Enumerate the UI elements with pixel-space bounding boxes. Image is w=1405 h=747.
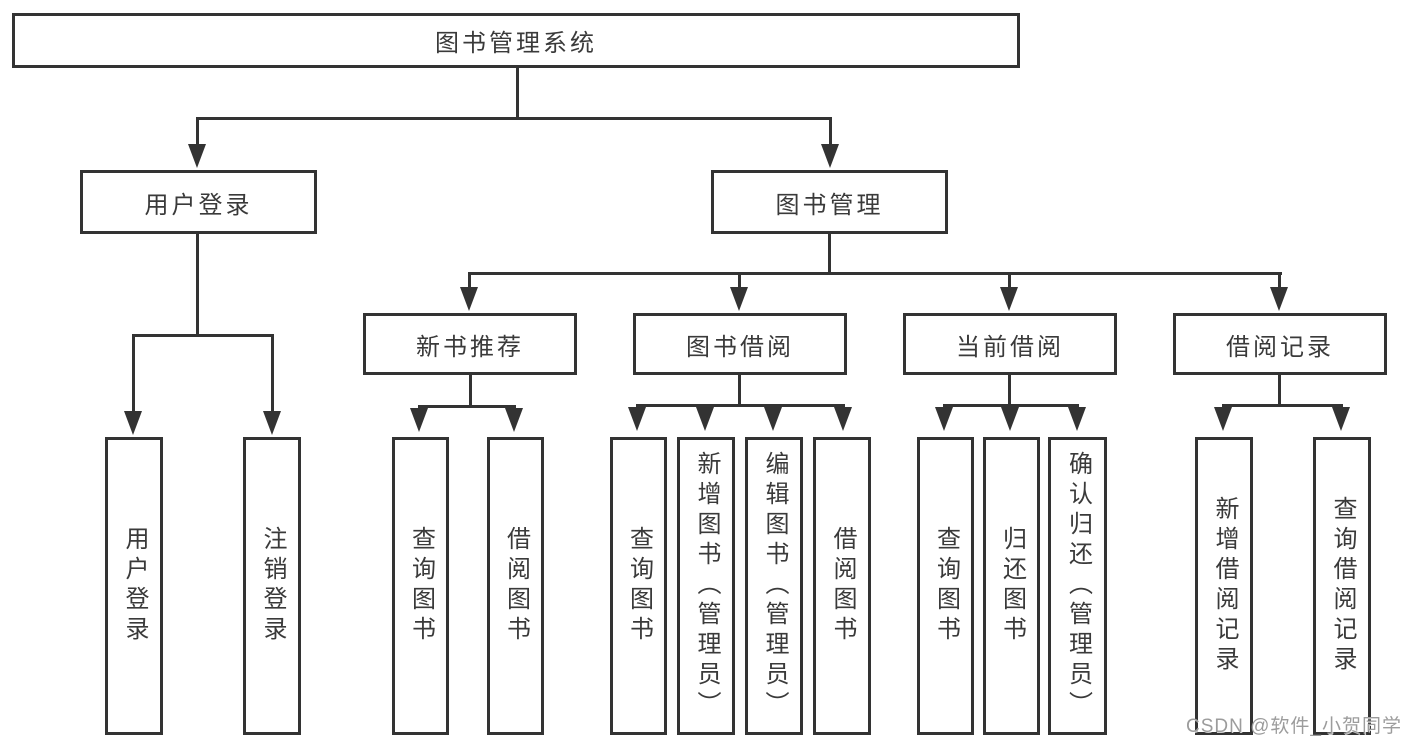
arrow-down <box>1068 407 1086 431</box>
connector-line <box>738 375 741 407</box>
leaf-add-book-admin-label: 新增图书（管理员） <box>693 451 720 721</box>
arrow-down <box>460 287 478 311</box>
leaf-query-borrow-record: 查询借阅记录 <box>1313 437 1371 735</box>
arrow-down <box>764 407 782 431</box>
leaf-add-borrow-record: 新增借阅记录 <box>1195 437 1253 735</box>
arrow-down <box>696 407 714 431</box>
branch-borrow-records-label: 借阅记录 <box>1226 333 1334 361</box>
leaf-query-book-1: 查询图书 <box>392 437 449 735</box>
leaf-logout-label: 注销登录 <box>259 526 286 646</box>
connector-line <box>1278 275 1281 289</box>
arrow-down <box>1214 407 1232 431</box>
arrow-down <box>188 144 206 168</box>
leaf-query-book-3-label: 查询图书 <box>932 526 960 646</box>
connector-line <box>1008 375 1011 407</box>
connector-line <box>196 118 199 148</box>
branch-borrow-records: 借阅记录 <box>1173 313 1387 375</box>
arrow-down <box>1001 407 1019 431</box>
connector-line <box>829 118 832 148</box>
branch-current-borrow-label: 当前借阅 <box>956 333 1064 361</box>
connector-line <box>271 335 274 413</box>
arrow-down <box>821 144 839 168</box>
leaf-return-book: 归还图书 <box>983 437 1040 735</box>
connector-line <box>418 405 516 408</box>
branch-book-management: 图书管理 <box>711 170 948 234</box>
arrow-down <box>263 411 281 435</box>
leaf-edit-book-admin-label: 编辑图书（管理员） <box>761 451 788 721</box>
arrow-down <box>410 408 428 432</box>
connector-line <box>132 334 274 337</box>
connector-line <box>132 335 135 413</box>
connector-line <box>1222 404 1343 407</box>
leaf-return-book-label: 归还图书 <box>998 526 1026 646</box>
arrow-down <box>730 287 748 311</box>
branch-new-book-recommend-label: 新书推荐 <box>416 333 524 361</box>
leaf-query-book-2-label: 查询图书 <box>625 526 653 646</box>
branch-book-borrow: 图书借阅 <box>633 313 847 375</box>
leaf-user-login-label: 用户登录 <box>121 526 148 646</box>
arrow-down <box>1270 287 1288 311</box>
branch-new-book-recommend: 新书推荐 <box>363 313 577 375</box>
connector-line <box>738 275 741 289</box>
watermark: CSDN @软件_小贺同学 <box>1186 716 1402 737</box>
arrow-down <box>834 407 852 431</box>
arrow-down <box>124 411 142 435</box>
leaf-confirm-return-admin: 确认归还（管理员） <box>1048 437 1107 735</box>
connector-line <box>468 275 471 289</box>
leaf-query-borrow-record-label: 查询借阅记录 <box>1329 496 1356 676</box>
connector-line <box>636 404 845 407</box>
leaf-query-book-2: 查询图书 <box>610 437 667 735</box>
arrow-down <box>935 407 953 431</box>
arrow-down <box>1000 287 1018 311</box>
connector-line <box>196 117 832 120</box>
connector-line <box>943 404 1079 407</box>
node-root: 图书管理系统 <box>12 13 1020 68</box>
connector-line <box>1008 275 1011 289</box>
leaf-borrow-book-2-label: 借阅图书 <box>829 526 856 646</box>
leaf-query-book-3: 查询图书 <box>917 437 974 735</box>
leaf-borrow-book-2: 借阅图书 <box>813 437 871 735</box>
leaf-borrow-book-1: 借阅图书 <box>487 437 544 735</box>
branch-book-borrow-label: 图书借阅 <box>686 333 794 361</box>
connector-line <box>828 234 831 273</box>
branch-user-login: 用户登录 <box>80 170 317 234</box>
connector-line <box>468 272 1282 275</box>
leaf-add-book-admin: 新增图书（管理员） <box>677 437 735 735</box>
node-root-label: 图书管理系统 <box>435 30 597 57</box>
connector-line <box>516 68 519 118</box>
connector-line <box>469 375 472 408</box>
leaf-borrow-book-1-label: 借阅图书 <box>502 526 530 646</box>
leaf-logout: 注销登录 <box>243 437 301 735</box>
leaf-confirm-return-admin-label: 确认归还（管理员） <box>1064 451 1092 721</box>
leaf-query-book-1-label: 查询图书 <box>407 526 435 646</box>
arrow-down <box>1332 407 1350 431</box>
leaf-edit-book-admin: 编辑图书（管理员） <box>745 437 803 735</box>
arrow-down <box>628 407 646 431</box>
branch-book-management-label: 图书管理 <box>775 191 884 219</box>
leaf-user-login: 用户登录 <box>105 437 163 735</box>
branch-user-login-label: 用户登录 <box>144 191 253 219</box>
branch-current-borrow: 当前借阅 <box>903 313 1117 375</box>
connector-line <box>196 234 199 335</box>
connector-line <box>1278 375 1281 407</box>
arrow-down <box>505 408 523 432</box>
leaf-add-borrow-record-label: 新增借阅记录 <box>1211 496 1238 676</box>
